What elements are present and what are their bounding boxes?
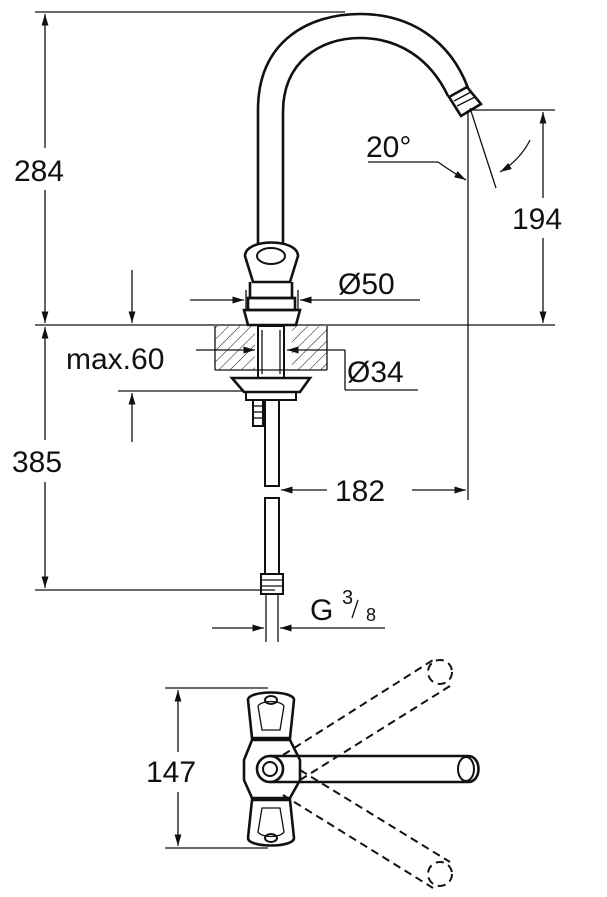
dimension-385: 385 (8, 327, 275, 591)
spout (256, 12, 483, 245)
faucet-body (242, 241, 302, 327)
label-diameter-34: Ø34 (347, 356, 404, 389)
top-view: 147 (140, 659, 480, 889)
label-385: 385 (12, 446, 62, 479)
dimension-182: 182 (281, 110, 469, 508)
label-angle-20: 20° (366, 131, 411, 164)
label-147: 147 (146, 756, 196, 789)
dimension-thread-g38: G 3 8 (212, 587, 385, 632)
dimension-diameter-50: Ø50 (190, 268, 420, 310)
mounting-shank (229, 325, 313, 427)
label-max-60: max.60 (66, 343, 164, 376)
label-thread-prefix: G (310, 594, 333, 627)
dimension-284: 284 (10, 11, 345, 323)
dimension-angle-20: 20° (366, 107, 531, 189)
label-thread-numerator: 3 (342, 587, 353, 609)
countertop-section (214, 326, 328, 371)
dimension-194: 194 (472, 109, 576, 323)
dimension-max-60: max.60 (66, 270, 243, 442)
braided-hose (260, 399, 284, 642)
label-182: 182 (335, 475, 385, 508)
label-284: 284 (14, 155, 64, 188)
label-thread-denominator: 8 (366, 605, 376, 625)
label-194: 194 (512, 203, 562, 236)
label-diameter-50: Ø50 (338, 268, 395, 301)
dimension-diameter-34: Ø34 (196, 346, 418, 391)
